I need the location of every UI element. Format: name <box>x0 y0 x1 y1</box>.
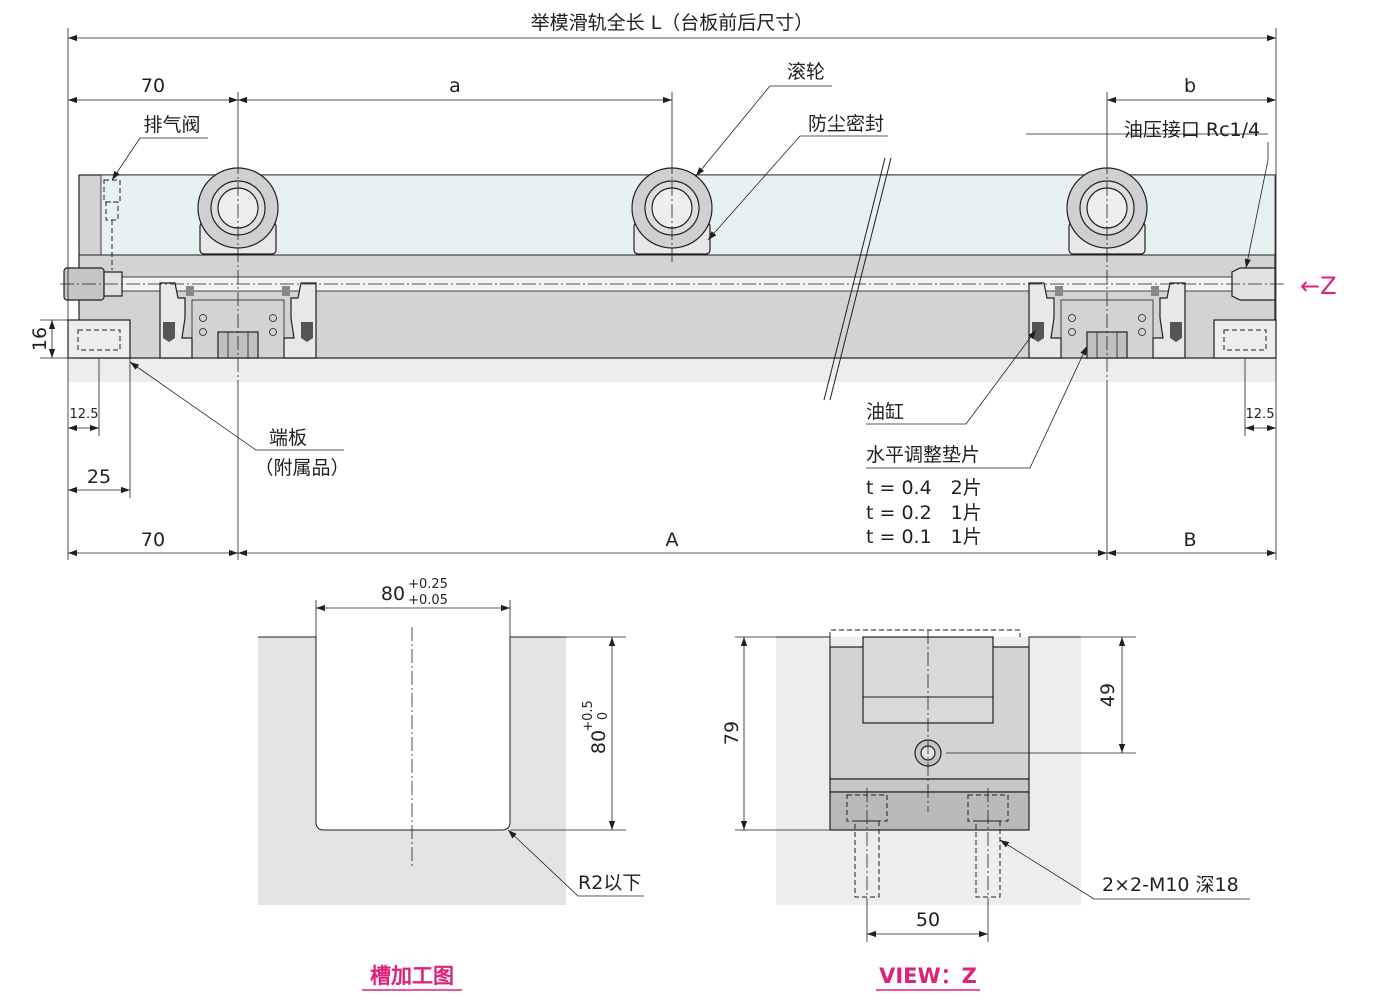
view-z: 79 49 50 2×2-M10 深18 VIEW：Z <box>721 629 1250 991</box>
dim-70-top: 70 <box>141 75 165 97</box>
break-line <box>829 157 892 401</box>
groove-caption: 槽加工图 <box>370 964 454 988</box>
dim-a: a <box>449 75 461 97</box>
dim-b: b <box>1184 75 1196 97</box>
bolt-hole-right <box>967 788 1009 905</box>
cylinder-label: 油缸 <box>866 401 904 423</box>
view-z-arrow: ←Z <box>1300 272 1337 300</box>
groove-width-tol-upper: +0.25 <box>408 577 448 592</box>
shim-spec-2: t = 0.2 1片 <box>866 502 982 524</box>
roller-label: 滚轮 <box>787 61 825 83</box>
dust-seal-label: 防尘密封 <box>808 113 884 135</box>
dim-B: B <box>1183 529 1196 551</box>
dim-12-5-right: 12.5 <box>1246 407 1275 422</box>
groove-width-tol-lower: +0.05 <box>408 593 448 608</box>
groove-machining-view: 80 +0.25 +0.05 80 +0.5 0 R2以下 槽加工图 <box>258 577 644 991</box>
groove-depth-tol-lower: 0 <box>596 712 611 720</box>
end-plate-left <box>67 319 131 359</box>
dim-16: 16 <box>29 327 51 351</box>
cylinder-left <box>159 282 317 359</box>
groove-width: 80 <box>381 583 405 605</box>
radius-label: R2以下 <box>578 872 641 894</box>
thread-label: 2×2-M10 深18 <box>1102 874 1239 896</box>
dim-12-5-left: 12.5 <box>70 407 99 422</box>
oil-port-label: 油压接口 Rc1/4 <box>1124 119 1260 141</box>
top-view-labels: 举模滑轨全长 L（台板前后尺寸） 70 a b 滚轮 防尘密封 排气阀 油压接口… <box>29 12 1337 551</box>
top-view-dimensions <box>40 28 1277 560</box>
dim-A: A <box>666 529 679 551</box>
dim-79: 79 <box>721 721 743 745</box>
dim-49: 49 <box>1097 683 1119 707</box>
groove-depth-tol-upper: +0.5 <box>581 700 596 732</box>
dim-50: 50 <box>916 909 940 931</box>
bolt-hole-left <box>846 788 888 905</box>
view-z-caption: VIEW：Z <box>879 964 977 988</box>
shim-label: 水平调整垫片 <box>866 444 980 466</box>
vent-valve-label: 排气阀 <box>143 114 200 136</box>
end-plate-label: 端板 <box>269 427 307 449</box>
side-view <box>60 157 1286 401</box>
overall-length-label: 举模滑轨全长 L（台板前后尺寸） <box>531 12 814 34</box>
shim-spec-1: t = 0.4 2片 <box>866 477 982 499</box>
accessory-label: （附属品） <box>254 457 349 479</box>
end-plate-right <box>1213 319 1277 359</box>
cylinder-right <box>1028 282 1186 359</box>
shim-spec-3: t = 0.1 1片 <box>866 526 982 548</box>
dim-25: 25 <box>87 466 111 488</box>
dim-70-bottom: 70 <box>141 529 165 551</box>
groove-depth: 80 <box>588 730 610 754</box>
